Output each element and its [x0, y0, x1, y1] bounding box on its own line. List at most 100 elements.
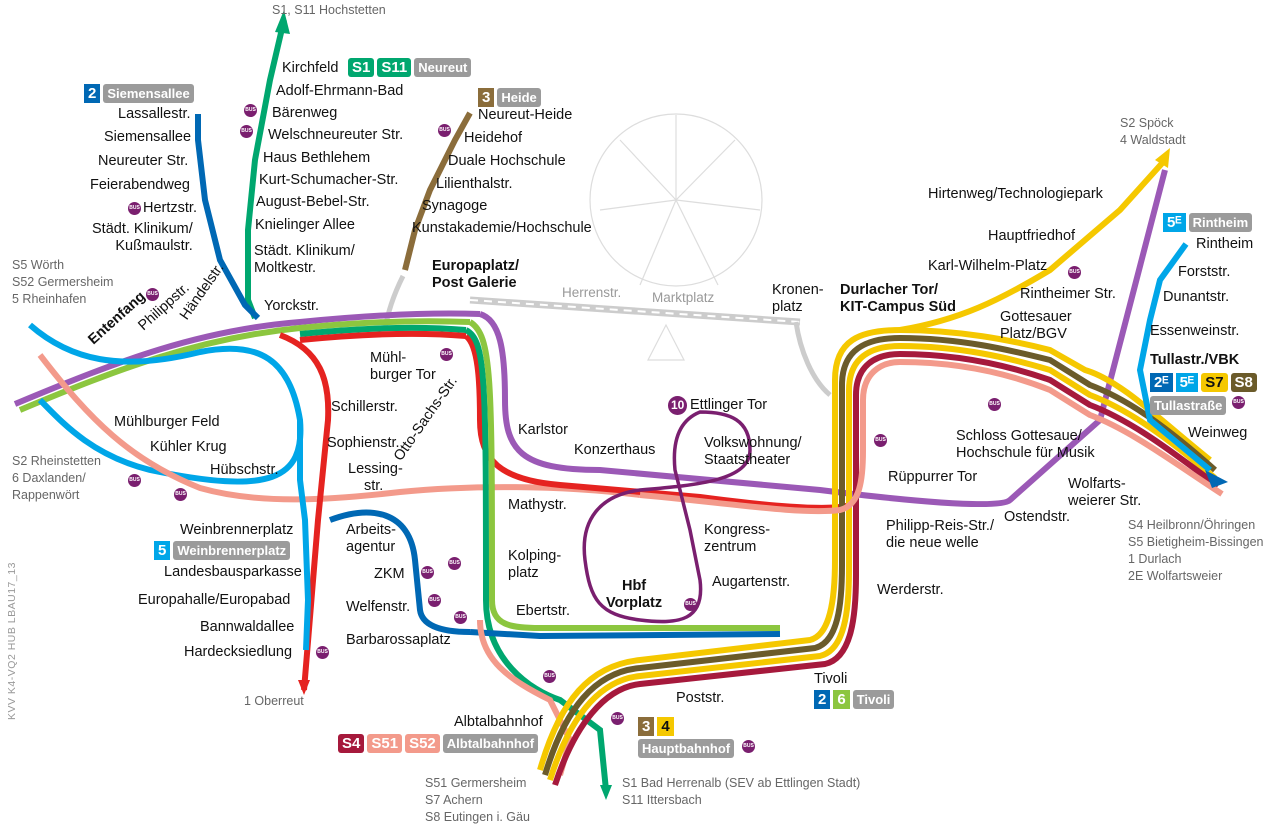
station-kronenplatz[interactable]: Kronen-platz: [772, 282, 824, 315]
station-klinikum-kussmaulstr[interactable]: Städt. Klinikum/Kußmaulstr.: [92, 221, 193, 254]
station-bannwaldallee[interactable]: Bannwaldallee: [200, 619, 295, 635]
station-ebertstr[interactable]: Ebertstr.: [516, 603, 570, 619]
station-weinbrennerplatz[interactable]: Weinbrennerplatz: [180, 522, 294, 538]
station-werderstr[interactable]: Werderstr.: [877, 582, 944, 598]
station-poststr[interactable]: Poststr.: [676, 690, 725, 706]
station-welfenstr[interactable]: Welfenstr.: [346, 599, 411, 615]
station-wolfartsweierer-str[interactable]: Wolfarts-weierer Str.: [1068, 476, 1142, 509]
line-s4-loop: [552, 350, 1220, 786]
station-kuehler-krug[interactable]: Kühler Krug: [150, 439, 227, 455]
station-august-bebel-str[interactable]: August-Bebel-Str.: [256, 194, 370, 210]
station-hauptfriedhof[interactable]: Hauptfriedhof: [988, 228, 1076, 244]
station-kirchfeld[interactable]: Kirchfeld: [282, 60, 339, 76]
station-albtalbahnhof[interactable]: Albtalbahnhof: [454, 714, 543, 730]
station-schillerstr[interactable]: Schillerstr.: [331, 399, 398, 415]
bus-icon: BUS: [874, 434, 887, 447]
station-hardecksiedlung[interactable]: Hardecksiedlung: [184, 644, 293, 660]
bus-icon: BUS: [428, 594, 441, 607]
station-arbeitsagentur[interactable]: Arbeits-agentur: [346, 522, 396, 555]
station-ostendstr[interactable]: Ostendstr.: [1004, 509, 1071, 525]
badge-albtalbahnhof: S4 S51 S52 Albtalbahnhof: [338, 734, 539, 753]
badge-ettlinger-tor: 10: [668, 396, 688, 415]
station-konzerthaus[interactable]: Konzerthaus: [574, 442, 656, 458]
kaiserstr-gray-line: [469, 296, 801, 326]
station-neureuter-str[interactable]: Neureuter Str.: [98, 153, 189, 169]
station-rintheim[interactable]: Rintheim: [1196, 236, 1254, 252]
station-tivoli[interactable]: Tivoli: [814, 671, 848, 687]
bus-icon: BUS: [128, 202, 141, 215]
line-3-chip: 3: [478, 88, 495, 107]
station-feierabendweg[interactable]: Feierabendweg: [90, 177, 190, 193]
station-karl-wilhelm-platz[interactable]: Karl-Wilhelm-Platz: [928, 258, 1048, 274]
terminus-name: Heide: [497, 88, 541, 107]
station-huebschstr[interactable]: Hübschstr.: [210, 462, 279, 478]
station-philipp-reis-str[interactable]: Philipp-Reis-Str./die neue welle: [886, 518, 994, 551]
station-rueppurrer-tor[interactable]: Rüppurrer Tor: [888, 469, 978, 485]
line-2-chip: 2: [84, 84, 101, 103]
bus-icon: BUS: [742, 740, 755, 753]
station-kurt-schumacher-str[interactable]: Kurt-Schumacher-Str.: [259, 172, 399, 188]
station-kolpingplatz[interactable]: Kolping-platz: [508, 548, 562, 581]
station-tullastr[interactable]: Tullastr./VBK: [1150, 352, 1240, 368]
station-kongresszentrum[interactable]: Kongress-zentrum: [704, 522, 771, 555]
station-marktplatz[interactable]: Marktplatz: [652, 290, 715, 305]
line-s7-loop: [547, 342, 1217, 781]
station-hertzstr[interactable]: Hertzstr.: [143, 200, 197, 216]
station-adolf-ehrmann-bad[interactable]: Adolf-Ehrmann-Bad: [276, 83, 404, 99]
terminus-name: Albtalbahnhof: [442, 734, 539, 753]
marktplatz-fan-background: [589, 113, 763, 361]
station-kunstakademie[interactable]: Kunstakademie/Hochschule: [412, 220, 592, 236]
station-europaplatz[interactable]: Europaplatz/Post Galerie: [432, 258, 520, 291]
line-s2-west: [13, 310, 481, 407]
station-schloss-gottesaue[interactable]: Schloss Gottesaue/Hochschule für Musik: [956, 428, 1095, 461]
station-zkm[interactable]: ZKM: [374, 566, 405, 582]
station-weinweg[interactable]: Weinweg: [1188, 425, 1248, 441]
station-europahalle[interactable]: Europahalle/Europabad: [138, 592, 291, 608]
station-augartenstr[interactable]: Augartenstr.: [712, 574, 791, 590]
station-volkswohnung[interactable]: Volkswohnung/Staatstheater: [704, 435, 802, 468]
line-4-loop: [537, 326, 1212, 771]
station-essenweinstr[interactable]: Essenweinstr.: [1150, 323, 1240, 339]
station-ettlinger-tor[interactable]: Ettlinger Tor: [690, 397, 768, 413]
station-barbarossaplatz[interactable]: Barbarossaplatz: [346, 632, 451, 648]
station-forststr[interactable]: Forststr.: [1178, 264, 1231, 280]
station-landesbausparkasse[interactable]: Landesbausparkasse: [164, 564, 302, 580]
station-rintheimer-str[interactable]: Rintheimer Str.: [1020, 286, 1116, 302]
station-klinikum-moltkestr[interactable]: Städt. Klinikum/Moltkestr.: [254, 243, 355, 276]
station-muehlburger-tor[interactable]: Mühl-burger Tor: [370, 350, 436, 383]
station-muehlburger-feld[interactable]: Mühlburger Feld: [114, 414, 220, 430]
line-4-chip: 4: [657, 717, 674, 736]
station-lessingstr[interactable]: Lessing-str.: [348, 461, 403, 494]
station-karlstor[interactable]: Karlstor: [518, 422, 568, 438]
terminus-name: Weinbrennerplatz: [173, 541, 291, 560]
terminus-name: Tivoli: [852, 690, 895, 709]
station-haus-bethlehem[interactable]: Haus Bethlehem: [263, 150, 371, 166]
station-lassallestr[interactable]: Lassallestr.: [118, 106, 191, 122]
station-knielinger-allee[interactable]: Knielinger Allee: [255, 217, 355, 233]
dest-hochstetten: S1, S11 Hochstetten: [272, 3, 386, 17]
bus-icon: BUS: [684, 598, 697, 611]
station-durlacher-tor[interactable]: Durlacher Tor/KIT-Campus Süd: [840, 282, 957, 315]
station-synagoge[interactable]: Synagoge: [422, 198, 488, 214]
bus-icon: BUS: [454, 611, 467, 624]
station-baerenweg[interactable]: Bärenweg: [272, 105, 338, 121]
station-yorckstr[interactable]: Yorckstr.: [264, 298, 320, 314]
line-5-chip: 5: [154, 541, 171, 560]
station-neureut-heide[interactable]: Neureut-Heide: [478, 107, 573, 123]
station-mathystr[interactable]: Mathystr.: [508, 497, 567, 513]
station-dunantstr[interactable]: Dunantstr.: [1163, 289, 1230, 305]
badge-hbf-lines: 3 4: [638, 717, 674, 736]
station-hirtenweg[interactable]: Hirtenweg/Technologiepark: [928, 186, 1103, 202]
station-welschneureuter-str[interactable]: Welschneureuter Str.: [268, 127, 404, 143]
station-siemensallee[interactable]: Siemensallee: [104, 129, 192, 145]
station-lilienthalstr[interactable]: Lilienthalstr.: [436, 176, 513, 192]
arrow-weinweg: [1205, 470, 1228, 488]
station-heidehof[interactable]: Heidehof: [464, 130, 523, 146]
station-duale-hochschule[interactable]: Duale Hochschule: [448, 153, 566, 169]
station-herrenstr[interactable]: Herrenstr.: [562, 285, 622, 300]
station-sophienstr[interactable]: Sophienstr.: [327, 435, 400, 451]
